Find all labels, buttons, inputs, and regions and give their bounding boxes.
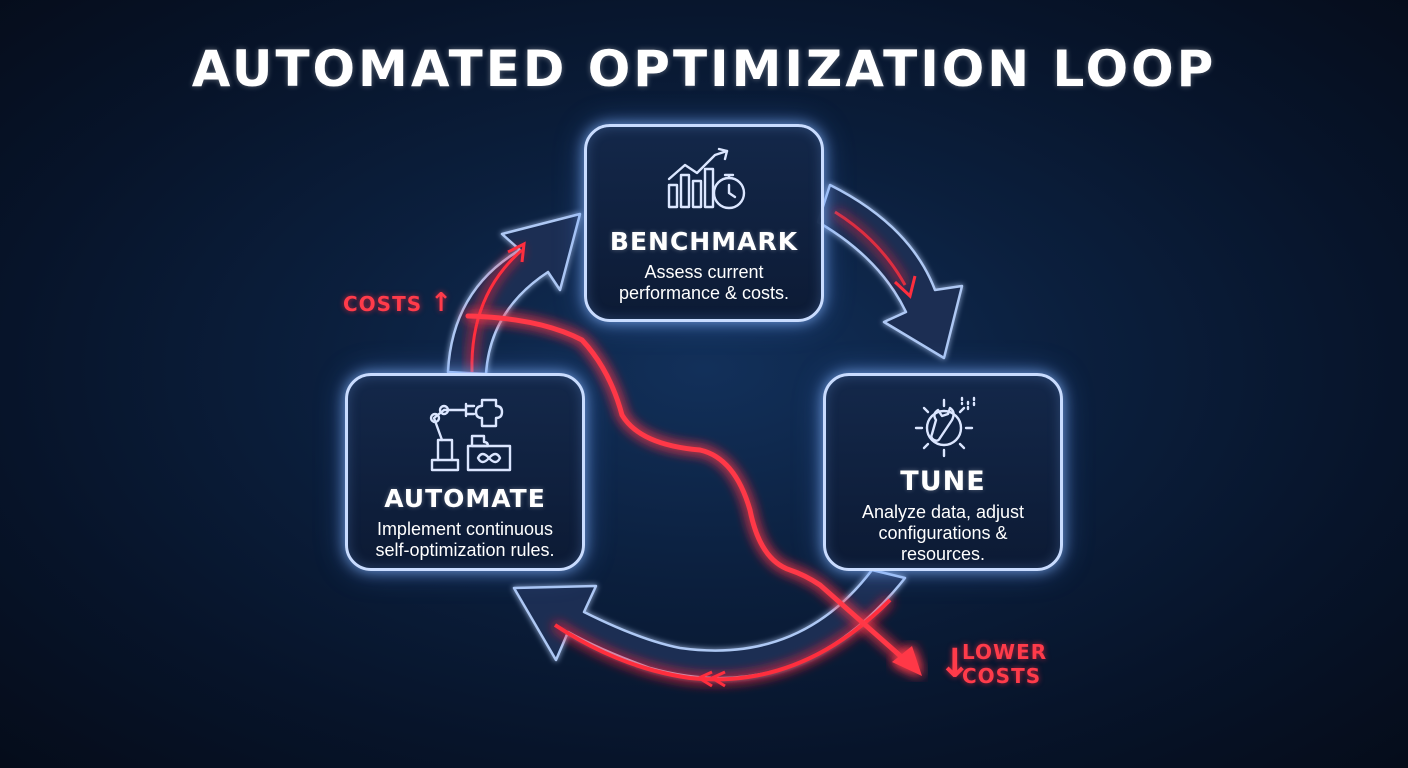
- benchmark-card: BENCHMARK Assess current performance & c…: [584, 124, 824, 322]
- accent-arrowhead-benchmark-to-tune: [893, 275, 917, 299]
- tune-desc-line-3: resources.: [900, 544, 986, 564]
- tune-label: TUNE: [900, 466, 986, 497]
- automate-card: AUTOMATE Implement continuous self-optim…: [345, 373, 585, 571]
- benchmark-label: BENCHMARK: [609, 227, 799, 256]
- accent-arrow-benchmark-to-tune: [834, 210, 907, 286]
- tune-desc-line-2: configurations &: [878, 523, 1008, 543]
- tune-card: TUNE Analyze data, adjust configurations…: [823, 373, 1063, 571]
- tune-desc-line-1: Analyze data, adjust: [861, 502, 1025, 522]
- lower-costs-line-1: LOWER: [962, 640, 1048, 664]
- accent-chevrons: [695, 670, 726, 688]
- chart-stopwatch-icon: [665, 145, 751, 219]
- cost-trend-line: [465, 313, 908, 663]
- accent-arc-automate-to-benchmark: [470, 248, 523, 373]
- automate-description: Implement continuous self-optimization r…: [348, 519, 582, 561]
- costs-up-text: COSTS: [343, 292, 423, 316]
- automate-label: AUTOMATE: [384, 484, 546, 513]
- cycle-arrow-benchmark-to-tune: [816, 183, 964, 360]
- cost-trend-arrowhead: [892, 646, 922, 676]
- lower-costs-line-2: COSTS: [962, 664, 1042, 688]
- automate-desc-line-2: self-optimization rules.: [375, 540, 555, 560]
- benchmark-description: Assess current performance & costs.: [587, 262, 821, 304]
- accent-arc-tune-to-automate: [553, 598, 892, 682]
- robot-arm-puzzle-icon: [422, 396, 514, 478]
- accent-arrowhead-left: [507, 241, 526, 263]
- benchmark-desc-line-2: performance & costs.: [618, 283, 790, 303]
- costs-up-label: COSTS ↑: [343, 288, 453, 318]
- gear-wrench-icon: [914, 394, 980, 464]
- cycle-arrow-automate-to-benchmark: [446, 212, 582, 376]
- cycle-arrow-tune-to-automate: [512, 568, 907, 680]
- arrow-down-icon: ↓: [938, 641, 973, 687]
- tune-description: Analyze data, adjust configurations & re…: [826, 502, 1060, 565]
- automate-desc-line-1: Implement continuous: [376, 519, 554, 539]
- arrow-up-icon: ↑: [430, 288, 453, 318]
- page-title: AUTOMATED OPTIMIZATION LOOP: [191, 40, 1217, 98]
- benchmark-desc-line-1: Assess current: [644, 262, 764, 282]
